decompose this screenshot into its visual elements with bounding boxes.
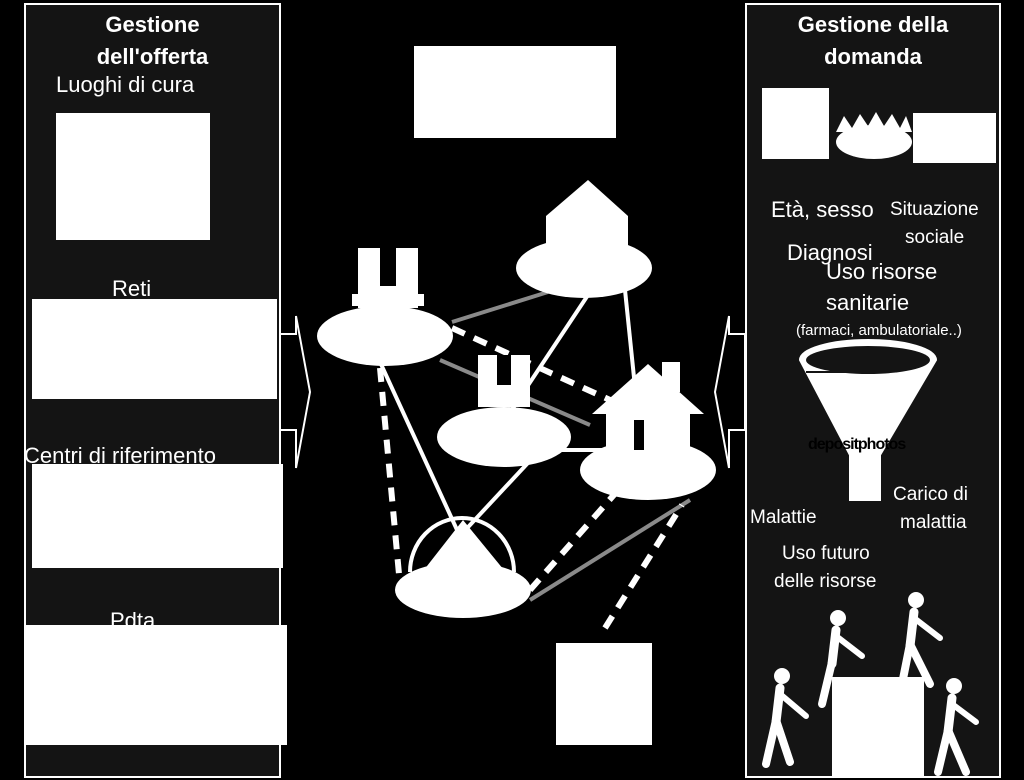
label-farmaci-ambulatoriale: (farmaci, ambulatoriale..)	[796, 322, 962, 339]
image-placeholder-center-top	[414, 46, 616, 138]
node-tower-middle	[437, 355, 571, 467]
label-uso-futuro: Uso futuro	[782, 543, 870, 564]
label-situazione: Situazione	[890, 199, 979, 220]
supply-title-line2: dell'offerta	[96, 44, 209, 69]
image-placeholder-pdta	[24, 625, 287, 745]
label-sanitarie: sanitarie	[826, 290, 910, 315]
node-dome-bottom	[395, 516, 531, 618]
image-placeholder-demand-1	[762, 88, 829, 159]
image-placeholder-demand-2	[913, 113, 996, 163]
people-icon	[762, 592, 979, 777]
label-reti: Reti	[112, 276, 152, 301]
label-delle-risorse: delle risorse	[774, 571, 877, 592]
image-placeholder-centri	[32, 464, 283, 568]
watermark-text: depositphotos	[808, 436, 906, 453]
supply-title-line1: Gestione	[105, 12, 200, 37]
image-placeholder-luoghi	[56, 113, 210, 240]
demand-title-line1: Gestione della	[797, 12, 949, 37]
demand-title-line2: domanda	[824, 44, 922, 69]
label-diagnosi: Diagnosi	[787, 240, 873, 265]
crown-icon	[836, 112, 912, 159]
label-eta-sesso: Età, sesso	[771, 197, 874, 222]
label-uso-risorse: Uso risorse	[826, 259, 938, 284]
label-malattia: malattia	[900, 512, 967, 533]
node-house-right	[580, 362, 716, 500]
node-tower-left	[317, 248, 453, 366]
dashed-links	[377, 325, 685, 630]
arrow-right-icon	[279, 315, 312, 469]
label-luoghi-di-cura: Luoghi di cura	[56, 72, 195, 97]
label-carico-di: Carico di	[893, 484, 968, 505]
label-sociale: sociale	[905, 227, 965, 248]
label-centri-di-riferimento: Centri di riferimento	[24, 443, 216, 468]
arrow-left-icon	[713, 315, 746, 469]
label-malattie: Malattie	[750, 507, 817, 528]
image-placeholder-reti	[32, 299, 277, 399]
funnel-icon	[798, 339, 938, 501]
image-placeholder-center-bottom	[556, 643, 652, 745]
node-house-top	[516, 180, 652, 298]
